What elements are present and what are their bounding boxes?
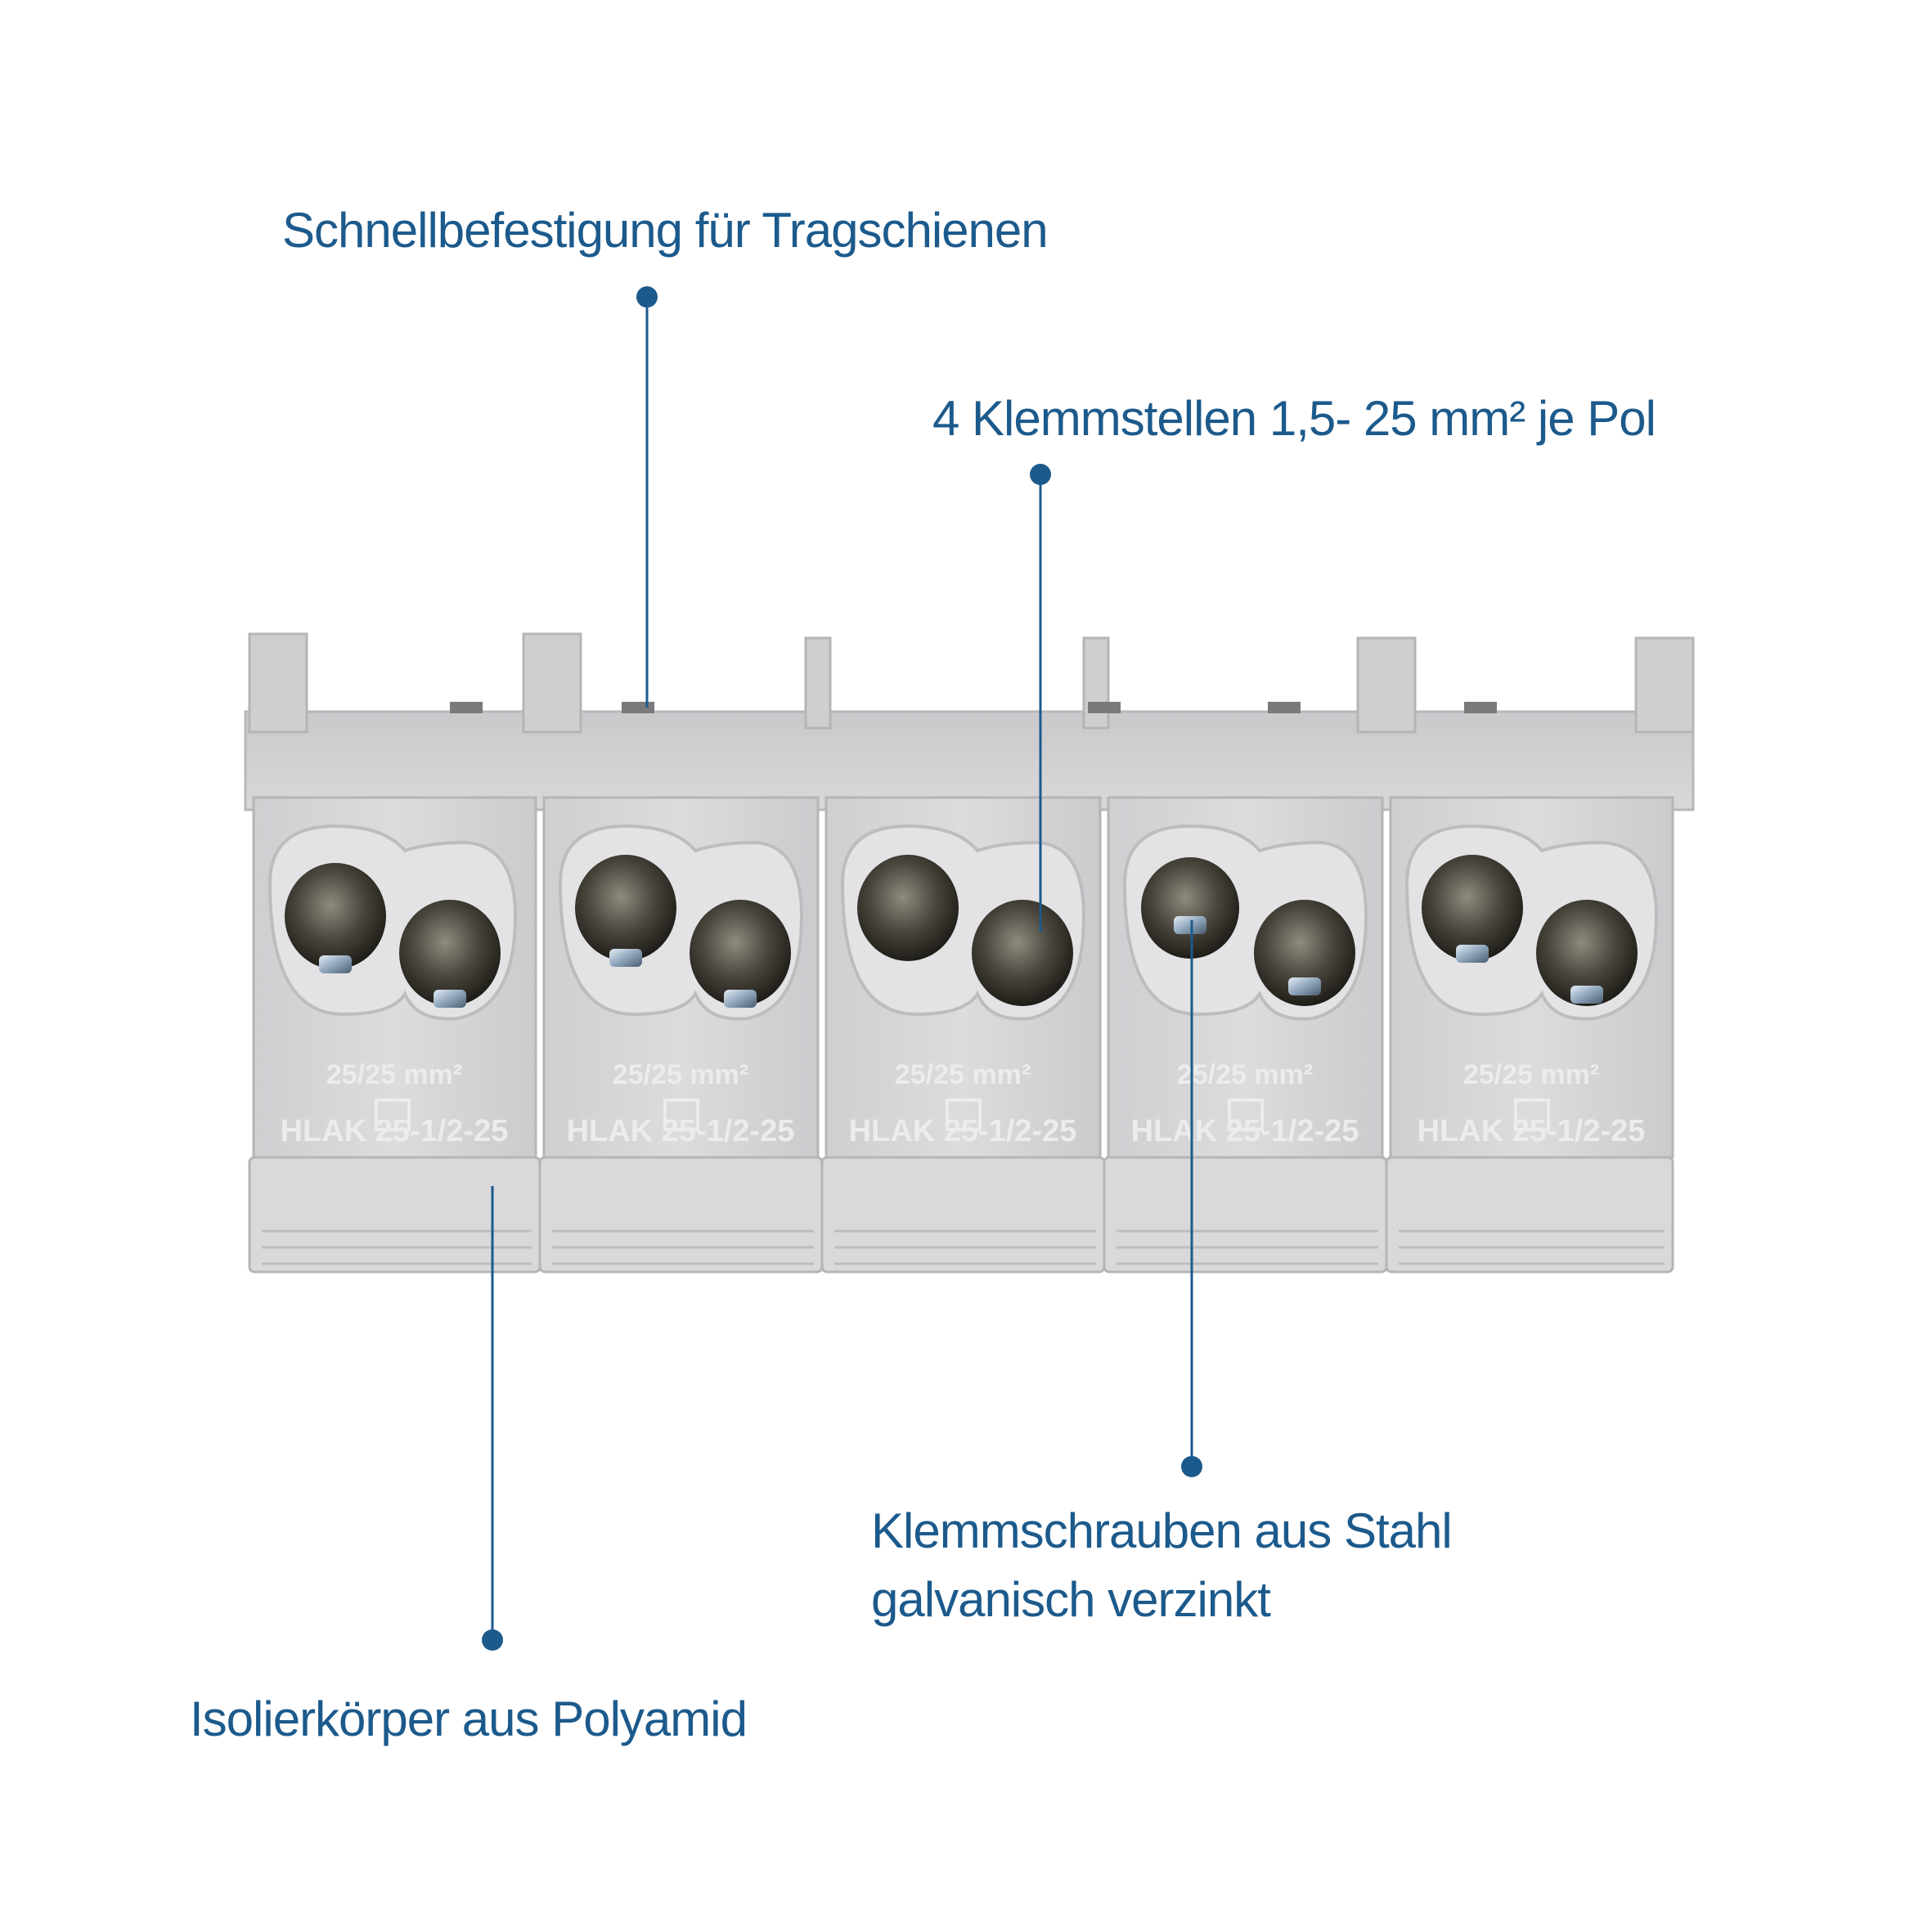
callout-line-insulator <box>482 1186 503 1651</box>
callout-rail-mount-text: Schnellbefestigung für Tragschienen <box>282 203 1049 258</box>
pe-logo-icon <box>375 1099 411 1131</box>
callout-dot-icon <box>1181 1456 1202 1477</box>
svg-text:25/25 mm²: 25/25 mm² <box>1463 1059 1599 1090</box>
callout-dot-icon <box>482 1629 503 1651</box>
callout-insulator-text: Isolierkörper aus Polyamid <box>190 1692 748 1746</box>
terminal-block-2: 25/25 mm² HLAK 25-1/2-25 <box>538 796 824 1274</box>
callout-dot-icon <box>1030 464 1051 485</box>
terminal-block-5: 25/25 mm² HLAK 25-1/2-25 <box>1385 796 1674 1274</box>
callout-dot-icon <box>636 286 658 308</box>
callout-clamp-points-text: 4 Klemmstellen 1,5- 25 mm² je Pol <box>932 391 1656 446</box>
callout-insulator: Isolierkörper aus Polyamid <box>190 1685 748 1754</box>
svg-text:25/25 mm²: 25/25 mm² <box>1177 1059 1313 1090</box>
rail-mount-strip <box>244 632 1695 811</box>
terminal-block-3: 25/25 mm² HLAK 25-1/2-25 <box>820 796 1106 1274</box>
terminal-block-1: 25/25 mm² HLAK 25-1/2-25 <box>248 796 541 1274</box>
callout-screws-line1: Klemmschrauben aus Stahl <box>871 1503 1453 1558</box>
callout-line-screws <box>1181 920 1202 1477</box>
callout-clamp-points: 4 Klemmstellen 1,5- 25 mm² je Pol <box>932 384 1656 453</box>
callout-screws: Klemmschrauben aus Stahl galvanisch verz… <box>871 1497 1453 1634</box>
terminal-block-4: 25/25 mm² HLAK 25-1/2-25 <box>1103 796 1388 1274</box>
svg-text:25/25 mm²: 25/25 mm² <box>895 1059 1031 1090</box>
callout-screws-line2: galvanisch verzinkt <box>871 1572 1271 1627</box>
callout-line-rail <box>636 286 658 708</box>
svg-text:25/25 mm²: 25/25 mm² <box>613 1059 748 1090</box>
rating-label: 25/25 mm² <box>326 1059 462 1090</box>
callout-rail-mount: Schnellbefestigung für Tragschienen <box>282 196 1049 265</box>
callout-line-clamps <box>1030 464 1051 932</box>
